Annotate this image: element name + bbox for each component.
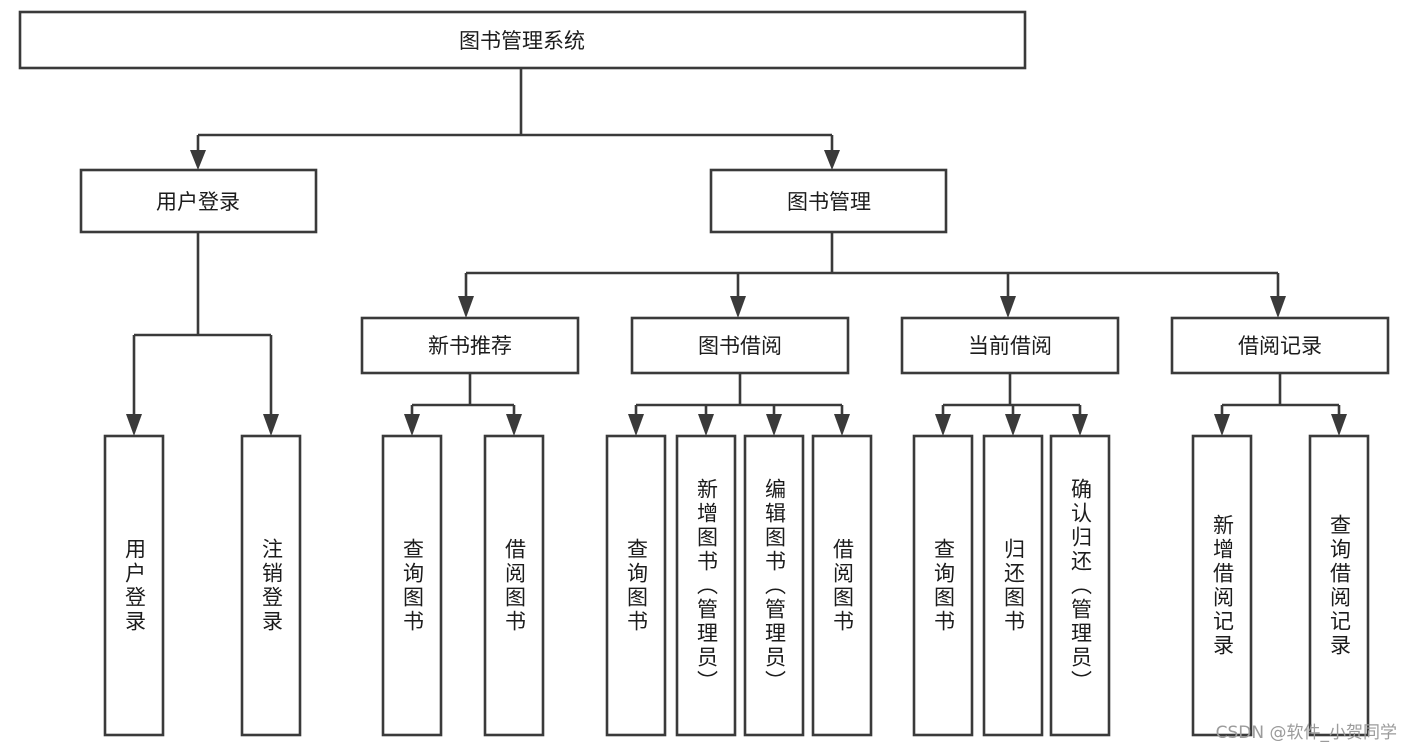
node-leaf-confirm-return-box[interactable] xyxy=(1049,434,1111,737)
arrowhead-user-login xyxy=(190,150,206,170)
node-leaf-borrow-book-1-box[interactable] xyxy=(483,434,545,737)
arrowhead-leaf-user-login xyxy=(126,414,142,436)
node-leaf-query-book-1[interactable] xyxy=(381,434,443,737)
node-leaf-borrow-book-2-box[interactable] xyxy=(811,434,873,737)
node-leaf-query-book-3[interactable] xyxy=(912,434,974,737)
node-user-login-label: 用户登录 xyxy=(156,190,240,214)
node-new-book-rec-label: 新书推荐 xyxy=(428,334,512,358)
node-leaf-edit-book[interactable] xyxy=(743,434,805,737)
node-leaf-confirm-return[interactable] xyxy=(1049,434,1111,737)
node-root[interactable]: 图书管理系统 xyxy=(18,10,1027,70)
node-leaf-user-login-box[interactable] xyxy=(103,434,165,737)
arrowhead-leaf-add-record xyxy=(1214,414,1230,436)
node-root-box[interactable] xyxy=(18,10,1027,70)
node-book-borrow-box[interactable] xyxy=(630,316,850,375)
node-leaf-add-record[interactable] xyxy=(1191,434,1253,737)
node-borrow-record-box[interactable] xyxy=(1170,316,1390,375)
arrowhead-book-manage xyxy=(824,150,840,170)
node-leaf-query-book-2[interactable] xyxy=(605,434,667,737)
node-borrow-record[interactable]: 借阅记录 xyxy=(1170,316,1390,375)
node-leaf-query-book-3-box[interactable] xyxy=(912,434,974,737)
node-leaf-logout-box[interactable] xyxy=(240,434,302,737)
arrowhead-leaf-query-book-2 xyxy=(628,414,644,436)
node-leaf-borrow-book-2[interactable] xyxy=(811,434,873,737)
node-leaf-add-book[interactable] xyxy=(675,434,737,737)
node-book-manage-box[interactable] xyxy=(709,168,948,234)
node-leaf-edit-book-box[interactable] xyxy=(743,434,805,737)
node-leaf-add-record-box[interactable] xyxy=(1191,434,1253,737)
arrowhead-borrow-record xyxy=(1270,296,1286,318)
node-book-borrow-label: 图书借阅 xyxy=(698,334,782,358)
node-leaf-query-record-box[interactable] xyxy=(1308,434,1370,737)
arrowhead-leaf-confirm-return xyxy=(1072,414,1088,436)
node-leaf-return-book[interactable] xyxy=(982,434,1044,737)
arrowhead-leaf-edit-book xyxy=(766,414,782,436)
node-current-borrow[interactable]: 当前借阅 xyxy=(900,316,1120,375)
node-book-manage[interactable]: 图书管理 xyxy=(709,168,948,234)
node-leaf-logout[interactable] xyxy=(240,434,302,737)
arrowhead-leaf-query-book-1 xyxy=(404,414,420,436)
connectors-group xyxy=(126,68,1347,436)
node-leaf-borrow-book-1[interactable] xyxy=(483,434,545,737)
node-book-borrow[interactable]: 图书借阅 xyxy=(630,316,850,375)
arrowhead-book-borrow xyxy=(730,296,746,318)
node-new-book-rec[interactable]: 新书推荐 xyxy=(360,316,580,375)
node-leaf-add-book-box[interactable] xyxy=(675,434,737,737)
arrowhead-leaf-query-book-3 xyxy=(935,414,951,436)
node-borrow-record-label: 借阅记录 xyxy=(1238,334,1322,358)
arrowhead-new-book-rec xyxy=(458,296,474,318)
node-book-manage-label: 图书管理 xyxy=(787,190,871,214)
node-new-book-rec-box[interactable] xyxy=(360,316,580,375)
arrowhead-leaf-logout xyxy=(263,414,279,436)
node-leaf-query-record[interactable] xyxy=(1308,434,1370,737)
arrowhead-leaf-query-record xyxy=(1331,414,1347,436)
arrowhead-leaf-add-book xyxy=(698,414,714,436)
node-root-label: 图书管理系统 xyxy=(459,29,585,53)
node-user-login-box[interactable] xyxy=(79,168,318,234)
node-user-login[interactable]: 用户登录 xyxy=(79,168,318,234)
node-current-borrow-box[interactable] xyxy=(900,316,1120,375)
arrowhead-leaf-borrow-book-2 xyxy=(834,414,850,436)
node-leaf-query-book-2-box[interactable] xyxy=(605,434,667,737)
node-leaf-query-book-1-box[interactable] xyxy=(381,434,443,737)
node-leaf-user-login[interactable] xyxy=(103,434,165,737)
arrowhead-leaf-return-book xyxy=(1005,414,1021,436)
node-current-borrow-label: 当前借阅 xyxy=(968,334,1052,358)
arrowhead-current-borrow xyxy=(1000,296,1016,318)
arrowhead-leaf-borrow-book-1 xyxy=(506,414,522,436)
node-leaf-return-book-box[interactable] xyxy=(982,434,1044,737)
